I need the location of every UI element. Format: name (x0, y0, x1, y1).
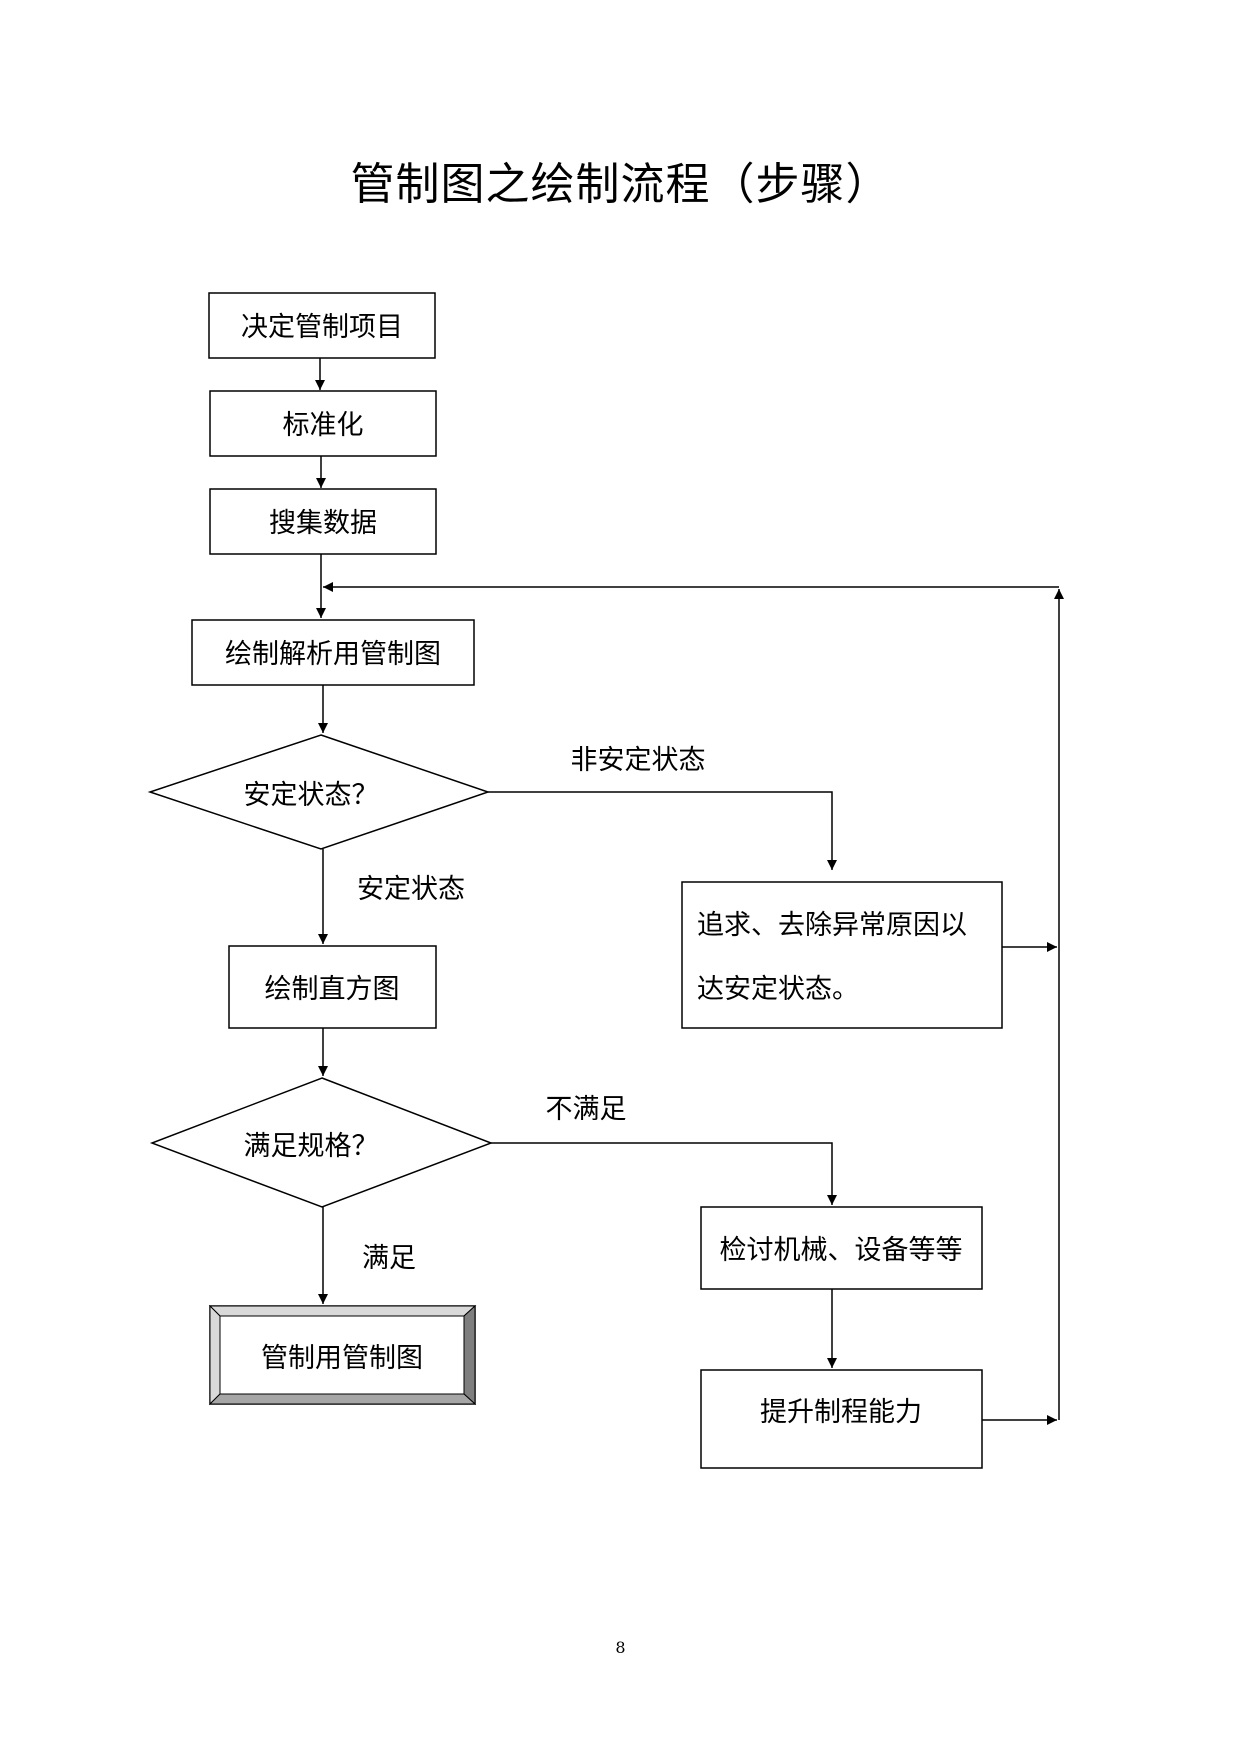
node-control-chart-terminal: 管制用管制图 (208, 1304, 477, 1406)
page-number: 8 (615, 1638, 626, 1657)
node-decide-label: 决定管制项目 (241, 312, 403, 343)
page-title: 管制图之绘制流程（步骤） (350, 159, 891, 210)
node-pursue-remove-causes: 追求、去除异常原因以 达安定状态。 (681, 881, 1003, 1029)
decision-stable-state: 安定状态？ (147, 734, 491, 850)
edge-label-stable: 安定状态 (357, 874, 465, 905)
node-standardize: 标准化 (209, 390, 437, 457)
node-control-chart-label: 管制用管制图 (261, 1343, 423, 1374)
node-pursue-label-line1: 追求、去除异常原因以 (697, 910, 967, 941)
node-review-machinery: 检讨机械、设备等等 (700, 1206, 983, 1290)
edge-label-not-satisfied: 不满足 (546, 1094, 627, 1125)
node-draw-histogram: 绘制直方图 (228, 945, 437, 1029)
node-collect-label: 搜集数据 (269, 508, 377, 539)
decision-meets-spec: 满足规格？ (149, 1077, 494, 1208)
node-decide-control-items: 决定管制项目 (208, 292, 436, 359)
edge-label-unstable: 非安定状态 (571, 745, 706, 776)
node-collect-data: 搜集数据 (209, 488, 437, 555)
node-improve-capability: 提升制程能力 (700, 1369, 983, 1469)
decision-stable-label: 安定状态？ (244, 780, 379, 811)
node-draw-analysis-chart: 绘制解析用管制图 (191, 619, 475, 686)
node-standardize-label: 标准化 (283, 410, 364, 441)
node-pursue-label-line2: 达安定状态。 (697, 974, 859, 1005)
arrow-not-satisfied-branch (491, 1142, 837, 1205)
node-improve-label: 提升制程能力 (760, 1397, 922, 1428)
node-histogram-label: 绘制直方图 (265, 974, 400, 1005)
edge-label-satisfied: 满足 (362, 1243, 416, 1274)
arrow-unstable-branch (488, 791, 837, 870)
node-review-label: 检讨机械、设备等等 (720, 1235, 963, 1266)
decision-spec-label: 满足规格？ (244, 1131, 379, 1162)
node-draw-analysis-label: 绘制解析用管制图 (225, 639, 441, 670)
